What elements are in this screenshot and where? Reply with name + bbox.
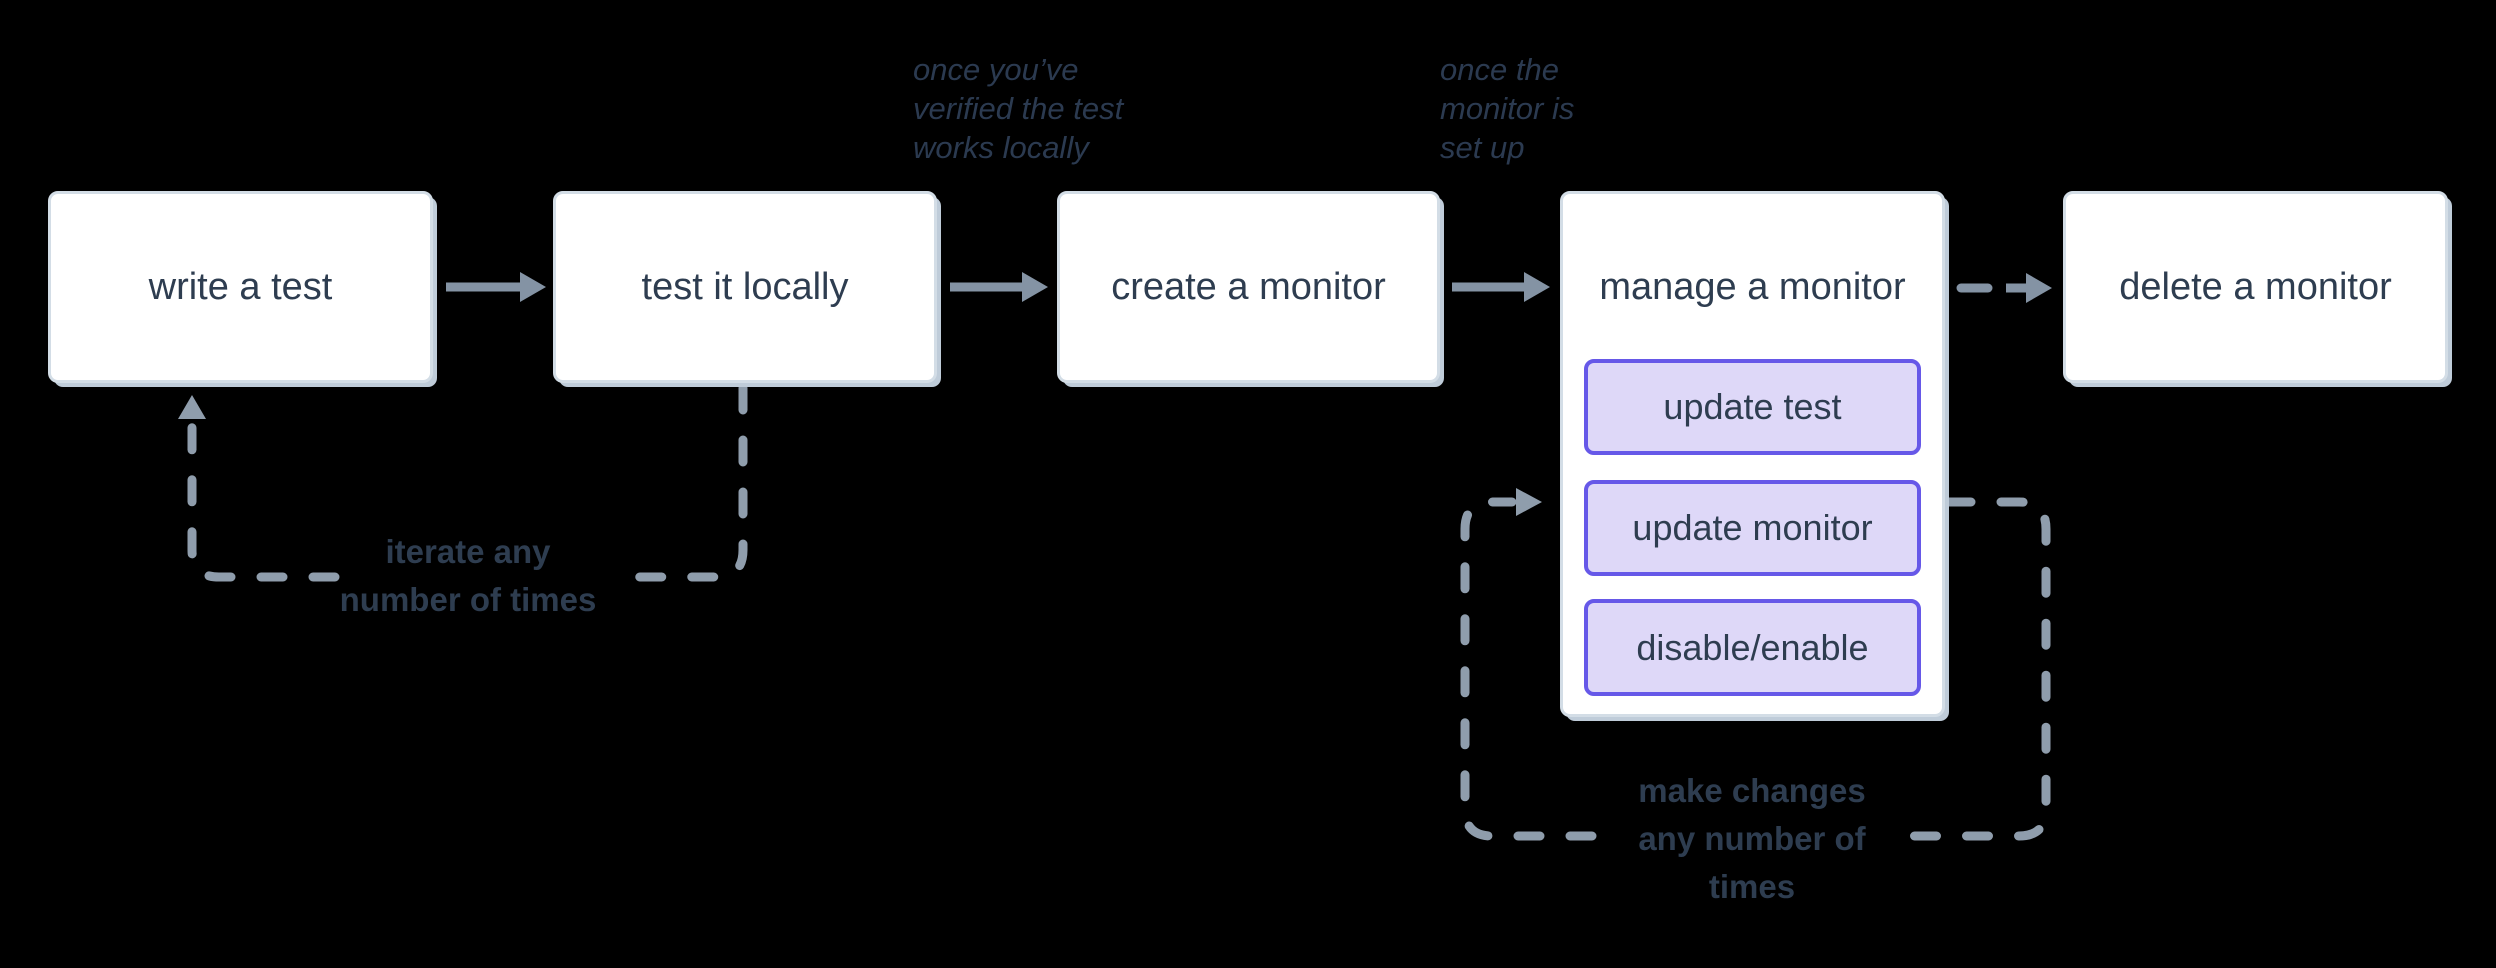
node-delete-a-monitor-label: delete a monitor <box>2119 265 2392 308</box>
node-manage-a-monitor: manage a monitor update test update moni… <box>1560 191 1945 717</box>
node-write-a-test-label: write a test <box>148 265 333 308</box>
iterate-loop-right-segment <box>608 383 748 582</box>
node-write-a-test: write a test <box>48 191 433 383</box>
iterate-loop-label-line2: number of times <box>339 581 597 618</box>
changes-loop-label-line1: make changes <box>1638 772 1866 809</box>
changes-loop-arrowhead <box>1516 488 1542 516</box>
changes-loop-left-segment <box>1460 497 1597 841</box>
iterate-loop-label: iterate any number of times <box>340 528 597 624</box>
node-create-a-monitor: create a monitor <box>1057 191 1440 383</box>
subnode-update-test: update test <box>1584 359 1921 455</box>
node-test-it-locally-label: test it locally <box>641 265 849 308</box>
subnode-disable-enable: disable/enable <box>1584 599 1921 696</box>
node-delete-a-monitor: delete a monitor <box>2063 191 2448 383</box>
arrow-manage-to-delete-head <box>2026 273 2052 303</box>
annotation-monitor-set-up: once the monitor is set up <box>1440 50 1574 167</box>
annotation-monitor-set-up-line2: monitor is <box>1440 91 1575 126</box>
arrow-test-to-create-head <box>1022 272 1048 302</box>
changes-loop-right-segment <box>1909 497 2051 841</box>
annotation-monitor-set-up-line1: once the <box>1440 52 1559 87</box>
arrow-write-to-test-head <box>520 272 546 302</box>
subnode-update-monitor: update monitor <box>1584 480 1921 576</box>
annotation-verified-test-line3: works locally <box>913 130 1089 165</box>
annotation-verified-test-line2: verified the test <box>913 91 1124 126</box>
iterate-loop-arrowhead <box>178 395 206 419</box>
annotation-verified-test-line1: once you’ve <box>913 52 1079 87</box>
changes-loop-label: make changes any number of times <box>1638 767 1865 911</box>
changes-loop-label-line2: any number of <box>1638 820 1866 857</box>
annotation-monitor-set-up-line3: set up <box>1440 130 1525 165</box>
node-create-a-monitor-label: create a monitor <box>1111 265 1386 308</box>
node-manage-a-monitor-label: manage a monitor <box>1599 265 1906 308</box>
iterate-loop-label-line1: iterate any <box>385 533 551 570</box>
changes-loop-label-line3: times <box>1708 868 1796 905</box>
arrow-create-to-manage-head <box>1524 272 1550 302</box>
node-test-it-locally: test it locally <box>553 191 937 383</box>
iterate-loop-left-segment <box>187 415 340 582</box>
annotation-verified-test: once you’ve verified the test works loca… <box>913 50 1123 167</box>
